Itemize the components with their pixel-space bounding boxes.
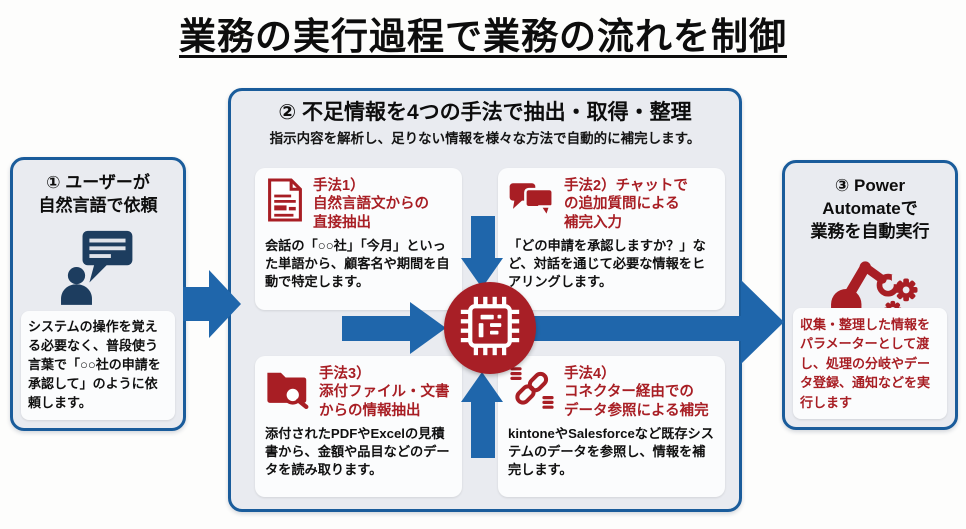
document-icon	[265, 177, 305, 228]
method-4-title: 手法4） コネクター経由での データ参照による補完	[564, 366, 709, 419]
method-3-title: 手法3） 添付ファイル・文書 からの情報抽出	[319, 366, 450, 419]
method-3-body: 添付されたPDFやExcelの見積書から、金額や品目などのデータを読み取ります。	[265, 426, 450, 478]
method-card-4: 手法4） コネクター経由での データ参照による補完 kintoneやSalesf…	[498, 356, 725, 497]
page-title: 業務の実行過程で業務の流れを制御	[179, 16, 787, 57]
cpu-chip-icon	[458, 294, 522, 363]
arrow-hub-to-right-band	[500, 316, 741, 341]
user-chat-icon	[13, 224, 183, 310]
method-card-1: 手法1） 自然言語文からの 直接抽出 会話の「○○社」「今月」といった単語から、…	[255, 168, 462, 310]
method-4-body: kintoneやSalesforceなど既存システムのデータを参照し、情報を補完…	[508, 426, 714, 478]
panel-automate-heading: ③ Power Automateで 業務を自動実行	[810, 176, 930, 241]
arrow-user-to-center	[183, 287, 211, 321]
arrow-top-into-hub	[471, 216, 495, 260]
method-1-title: 手法1） 自然言語文からの 直接抽出	[313, 178, 429, 231]
ai-hub	[444, 282, 536, 374]
arrow-user-to-center-head	[209, 270, 241, 338]
arrow-bottom-into-hub-head	[461, 372, 503, 402]
panel-automate-body: 収集・整理した情報をパラメーターとして渡し、処理の分岐やデータ登録、通知などを実…	[793, 307, 947, 419]
panel-extraction-heading: ② 不足情報を4つの手法で抽出・取得・整理	[278, 101, 692, 124]
method-card-2: 手法2）チャットで の追加質問による 補完入力 「どの申請を承認しますか？」など…	[498, 168, 725, 310]
panel-user-heading: ① ユーザーが 自然言語で依頼	[38, 173, 158, 215]
chat-bubbles-icon	[508, 177, 556, 226]
panel-user-request: ① ユーザーが 自然言語で依頼 システムの操作を覚える必要なく、普段使う言葉で「…	[10, 157, 186, 431]
arrow-bottom-into-hub	[471, 400, 495, 458]
panel-power-automate: ③ Power Automateで 業務を自動実行	[782, 160, 958, 430]
folder-search-icon	[265, 365, 311, 414]
panel-extraction-subheading: 指示内容を解析し、足りない情報を様々な方法で自動的に補完します。	[269, 131, 701, 146]
method-2-body: 「どの申請を承認しますか？」など、対話を通じて必要な情報をヒアリングします。	[508, 238, 706, 290]
connector-link-icon	[508, 365, 556, 416]
method-2-title: 手法2）チャットで の追加質問による 補完入力	[564, 178, 688, 231]
arrow-left-into-hub-head	[410, 302, 446, 354]
arrow-left-into-hub	[342, 316, 412, 341]
panel-user-body: システムの操作を覚える必要なく、普段使う言葉で「○○社の申請を承認して」のように…	[21, 311, 175, 420]
arrow-center-to-automate-head	[741, 280, 784, 364]
method-card-3: 手法3） 添付ファイル・文書 からの情報抽出 添付されたPDFやExcelの見積…	[255, 356, 462, 497]
method-1-body: 会話の「○○社」「今月」といった単語から、顧客名や期間を自動で特定します。	[265, 238, 450, 290]
